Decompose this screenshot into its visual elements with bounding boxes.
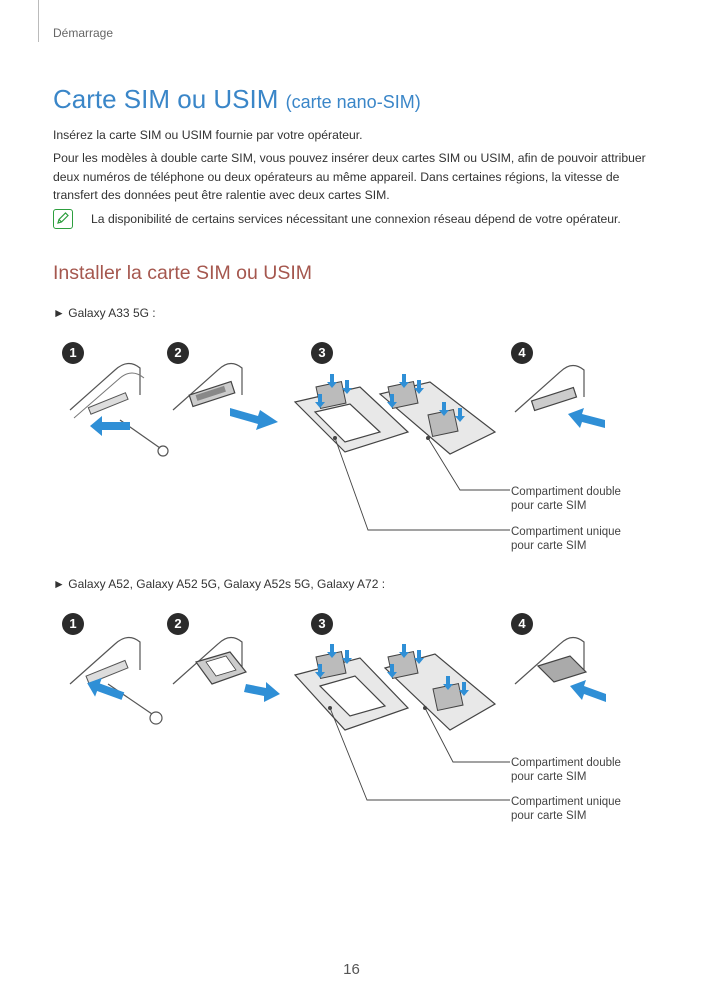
callout-dual-tray-2: Compartiment double pour carte SIM [511,757,621,783]
step-badge-1: 1 [62,342,84,364]
step-badge-1: 1 [62,613,84,635]
page-number: 16 [343,961,360,978]
step-badge-2: 2 [167,613,189,635]
triangle-bullet-icon: ► [53,306,65,320]
step-badge-4: 4 [511,342,533,364]
step2-pull-tray-illustration [172,362,278,430]
step1-eject-pin-illustration [69,362,169,457]
running-header: Démarrage [53,26,114,40]
section-title: Installer la carte SIM ou USIM [53,262,313,284]
title-main: Carte SIM ou USIM [53,84,279,114]
model-label-a33: ► Galaxy A33 5G : [53,306,156,320]
title-subtitle: (carte nano-SIM) [285,92,421,112]
step1-eject-pin-illustration [69,636,163,725]
callout-single-tray-2: Compartiment unique pour carte SIM [511,796,621,822]
page-title: Carte SIM ou USIM (carte nano-SIM) [53,84,421,115]
step3-insert-cards-illustration [293,374,497,455]
header-rule [38,0,39,42]
triangle-bullet-icon: ► [53,577,65,591]
step2-pull-tray-illustration [172,636,280,702]
callout-single-tray-1: Compartiment unique pour carte SIM [511,526,621,552]
step4-reinsert-tray-illustration [514,636,606,702]
model-name: Galaxy A52, Galaxy A52 5G, Galaxy A52s 5… [68,577,386,591]
intro-paragraph: Insérez la carte SIM ou USIM fournie par… [53,128,363,142]
step-badge-4: 4 [511,613,533,635]
callout-leader-lines-1 [333,436,510,531]
step-badge-2: 2 [167,342,189,364]
step3-insert-cards-illustration [293,644,497,731]
pencil-note-icon [53,209,73,229]
step-badge-3: 3 [311,613,333,635]
step-badge-3: 3 [311,342,333,364]
model-name: Galaxy A33 5G : [68,306,156,320]
model-label-a52-a72: ► Galaxy A52, Galaxy A52 5G, Galaxy A52s… [53,577,385,591]
step4-reinsert-tray-illustration [514,364,605,428]
dual-sim-paragraph: Pour les modèles à double carte SIM, vou… [53,151,646,202]
callout-dual-tray-1: Compartiment double pour carte SIM [511,486,621,512]
callout-leader-lines-2 [328,706,510,801]
note-text: La disponibilité de certains services né… [91,212,621,226]
